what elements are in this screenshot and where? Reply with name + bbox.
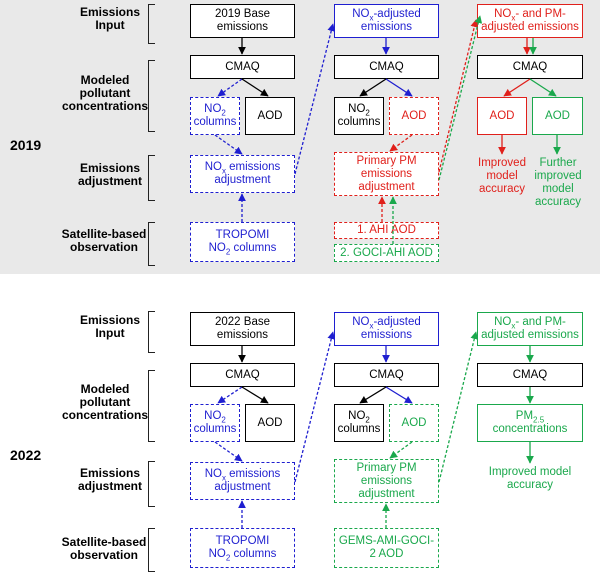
improved-accuracy-text-2019: Improved model accuracy — [478, 157, 526, 195]
row-label-adjustment-2022: Emissions adjustment — [77, 466, 142, 493]
primary-pm-adjustment-box-2022: Primary PM emissions adjustment — [334, 459, 439, 503]
arrow-2019-pm-adjust-to-final-red — [438, 19, 479, 173]
aod-box-2022-col1: AOD — [245, 404, 295, 442]
cmaq-box-2022-col2: CMAQ — [334, 363, 439, 387]
arrow-2019-cmaq2-to-no2 — [359, 78, 387, 97]
arrow-2019-cmaq3-to-aod-green — [529, 78, 557, 97]
row-label-emissions-input-2019: Emissions Input — [79, 5, 141, 32]
aod-box-2022-col2: AOD — [389, 404, 439, 442]
improved-accuracy-text-2022: Improved model accuracy — [488, 466, 572, 491]
arrow-2019-adjust-to-nox — [294, 23, 336, 175]
arrow-2019-no2-to-adjust — [214, 134, 243, 155]
nox-adjusted-emissions-box-2022: NOx-adjusted emissions — [334, 312, 439, 346]
arrow-2022-cmaq-to-no2 — [217, 386, 243, 404]
nox-pm-adjusted-emissions-box-2022: NOx- and PM-adjusted emissions — [477, 312, 583, 346]
bracket-2019-satellite — [148, 222, 155, 266]
nox-adjustment-box-2019: NOx emissions adjustment — [190, 155, 295, 193]
row-label-modeled-2022: Modeled pollutant concentrations — [61, 382, 148, 422]
ahi-aod-box-2019: 1. AHI AOD — [334, 222, 439, 239]
arrow-2019-cmaq-to-aod — [241, 78, 269, 97]
row-label-satellite-2022: Satellite-based observation — [61, 535, 147, 562]
arrow-2022-cmaq-to-aod — [241, 386, 269, 404]
base-emissions-2019-box: 2019 Base emissions — [190, 4, 295, 38]
arrow-2019-pm-adjust-to-final-green — [438, 15, 483, 181]
arrow-2022-cmaq2-to-no2 — [359, 386, 387, 404]
arrow-2019-cmaq-to-no2 — [217, 78, 243, 97]
bracket-2019-adjustment — [148, 155, 155, 201]
arrow-2022-aod-to-pm-adjust — [389, 441, 413, 459]
pm25-concentrations-box-2022: PM2.5 concentrations — [477, 404, 583, 442]
year-2019: 2019 — [10, 137, 42, 153]
arrow-2019-cmaq2-to-aod — [385, 78, 413, 97]
bracket-2022-input — [148, 311, 155, 353]
bracket-2022-modeled — [148, 370, 155, 442]
nox-adjustment-box-2022: NOx emissions adjustment — [190, 462, 295, 500]
cmaq-box-2022-col3: CMAQ — [477, 363, 583, 387]
cmaq-box-2019-col2: CMAQ — [334, 55, 439, 79]
primary-pm-adjustment-box-2019: Primary PM emissions adjustment — [334, 152, 439, 196]
arrow-2022-pm-adjust-to-final — [438, 331, 479, 483]
arrow-2022-cmaq2-to-aod — [385, 386, 413, 404]
gems-aod-box-2022: GEMS-AMI-GOCI-2 AOD — [334, 528, 439, 568]
arrow-2019-cmaq3-to-aod-red — [503, 78, 531, 97]
row-label-adjustment-2019: Emissions adjustment — [77, 161, 142, 188]
row-label-modeled-2019: Modeled pollutant concentrations — [61, 73, 148, 113]
bracket-2022-satellite — [148, 528, 155, 572]
goci-ahi-aod-box-2019: 2. GOCI-AHI AOD — [334, 244, 439, 262]
row-label-satellite-2019: Satellite-based observation — [61, 227, 147, 254]
aod-box-2019-col1: AOD — [245, 97, 295, 135]
arrow-2022-no2-to-adjust — [214, 441, 243, 462]
bracket-2019-modeled — [148, 60, 155, 132]
nox-adjusted-emissions-box-2019: NOx-adjusted emissions — [334, 4, 439, 38]
aod-box-2019-red: AOD — [477, 97, 527, 135]
cmaq-box-2019-col3: CMAQ — [477, 55, 583, 79]
arrow-2022-adjust-to-nox — [294, 331, 336, 483]
cmaq-box-2019-col1: CMAQ — [190, 55, 295, 79]
bracket-2022-adjustment — [148, 461, 155, 507]
panel-2019-background — [0, 0, 600, 274]
aod-box-2019-col2: AOD — [389, 97, 439, 135]
year-2022: 2022 — [10, 447, 42, 463]
further-improved-accuracy-text-2019: Further improved model accuracy — [534, 157, 582, 208]
base-emissions-2022-box: 2022 Base emissions — [190, 312, 295, 346]
aod-box-2019-green: AOD — [532, 97, 583, 135]
row-label-emissions-input-2022: Emissions Input — [79, 313, 141, 340]
cmaq-box-2022-col1: CMAQ — [190, 363, 295, 387]
bracket-2019-input — [148, 4, 155, 44]
arrow-2019-aod-to-pm-adjust — [389, 134, 413, 152]
